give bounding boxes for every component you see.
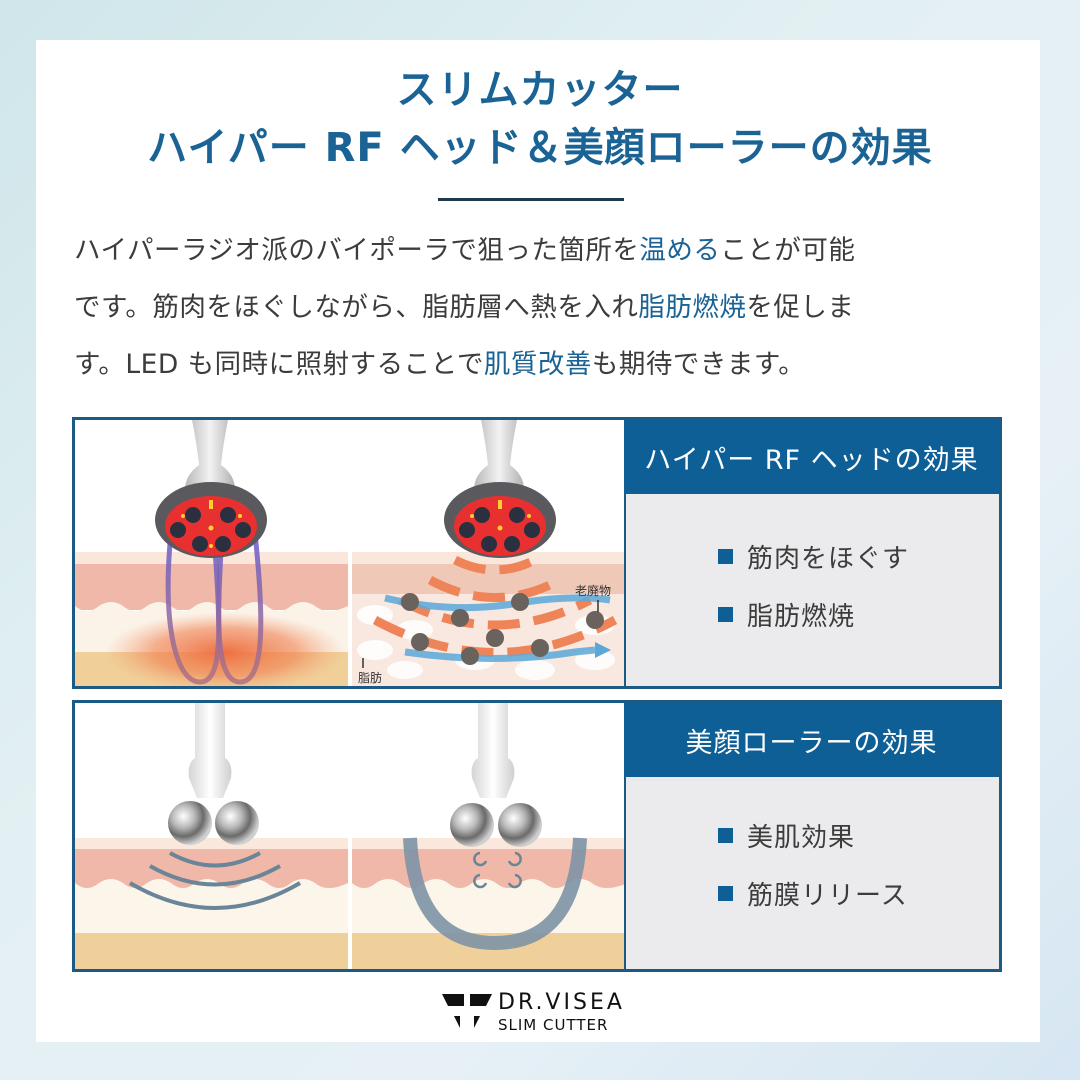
benefit-item: 脂肪燃焼: [718, 596, 855, 633]
rf-head-panel-heading: ハイパー RF ヘッドの効果: [624, 420, 999, 494]
title-divider: [438, 198, 624, 201]
brand-logo: DR.VISEA SLIM CUTTER: [440, 988, 660, 1038]
bullet-square-icon: [718, 607, 733, 622]
brand-mark-icon: [442, 994, 492, 1028]
roller-benefits: 美肌効果 筋膜リリース: [624, 777, 999, 969]
bullet-square-icon: [718, 828, 733, 843]
fat-label: 脂肪: [358, 670, 382, 685]
roller-panel-heading: 美顔ローラーの効果: [624, 703, 999, 777]
waste-label: 老廃物: [575, 583, 611, 598]
bullet-square-icon: [718, 886, 733, 901]
intro-line-3: す。LED も同時に照射することで肌質改善も期待できます。: [74, 349, 806, 380]
rf-head-panel: 老廃物 脂肪 ハイパー RF ヘッドの効果 筋肉をほぐす 脂肪燃焼: [72, 417, 1002, 689]
roller-panel: 美顔ローラーの効果 美肌効果 筋膜リリース: [72, 700, 1002, 972]
rf-head-benefits: 筋肉をほぐす 脂肪燃焼: [624, 494, 999, 686]
benefit-item: 筋膜リリース: [718, 875, 908, 912]
intro-line-2: です。筋肉をほぐしながら、脂肪層へ熱を入れ脂肪燃焼を促しま: [74, 292, 855, 323]
benefit-item: 筋肉をほぐす: [718, 538, 909, 575]
bullet-square-icon: [718, 549, 733, 564]
roller-illustration: [75, 703, 628, 969]
highlight-fat-burn: 脂肪燃焼: [638, 292, 747, 323]
product-name: SLIM CUTTER: [498, 1016, 609, 1034]
highlight-warm: 温める: [639, 235, 721, 266]
brand-name: DR.VISEA: [498, 990, 625, 1015]
rf-head-illustration: 老廃物 脂肪: [75, 420, 628, 686]
intro-line-1: ハイパーラジオ派のバイポーラで狙った箇所を温めることが可能: [74, 235, 856, 266]
highlight-skin-improve: 肌質改善: [483, 349, 592, 380]
benefit-item: 美肌効果: [718, 817, 855, 854]
page-title-line2: ハイパー RF ヘッド＆美顔ローラーの効果: [147, 125, 933, 171]
page-title-line1: スリムカッター: [396, 67, 684, 113]
intro-text: ハイパーラジオ派のバイポーラで狙った箇所を温めることが可能 です。筋肉をほぐしな…: [74, 222, 1014, 393]
